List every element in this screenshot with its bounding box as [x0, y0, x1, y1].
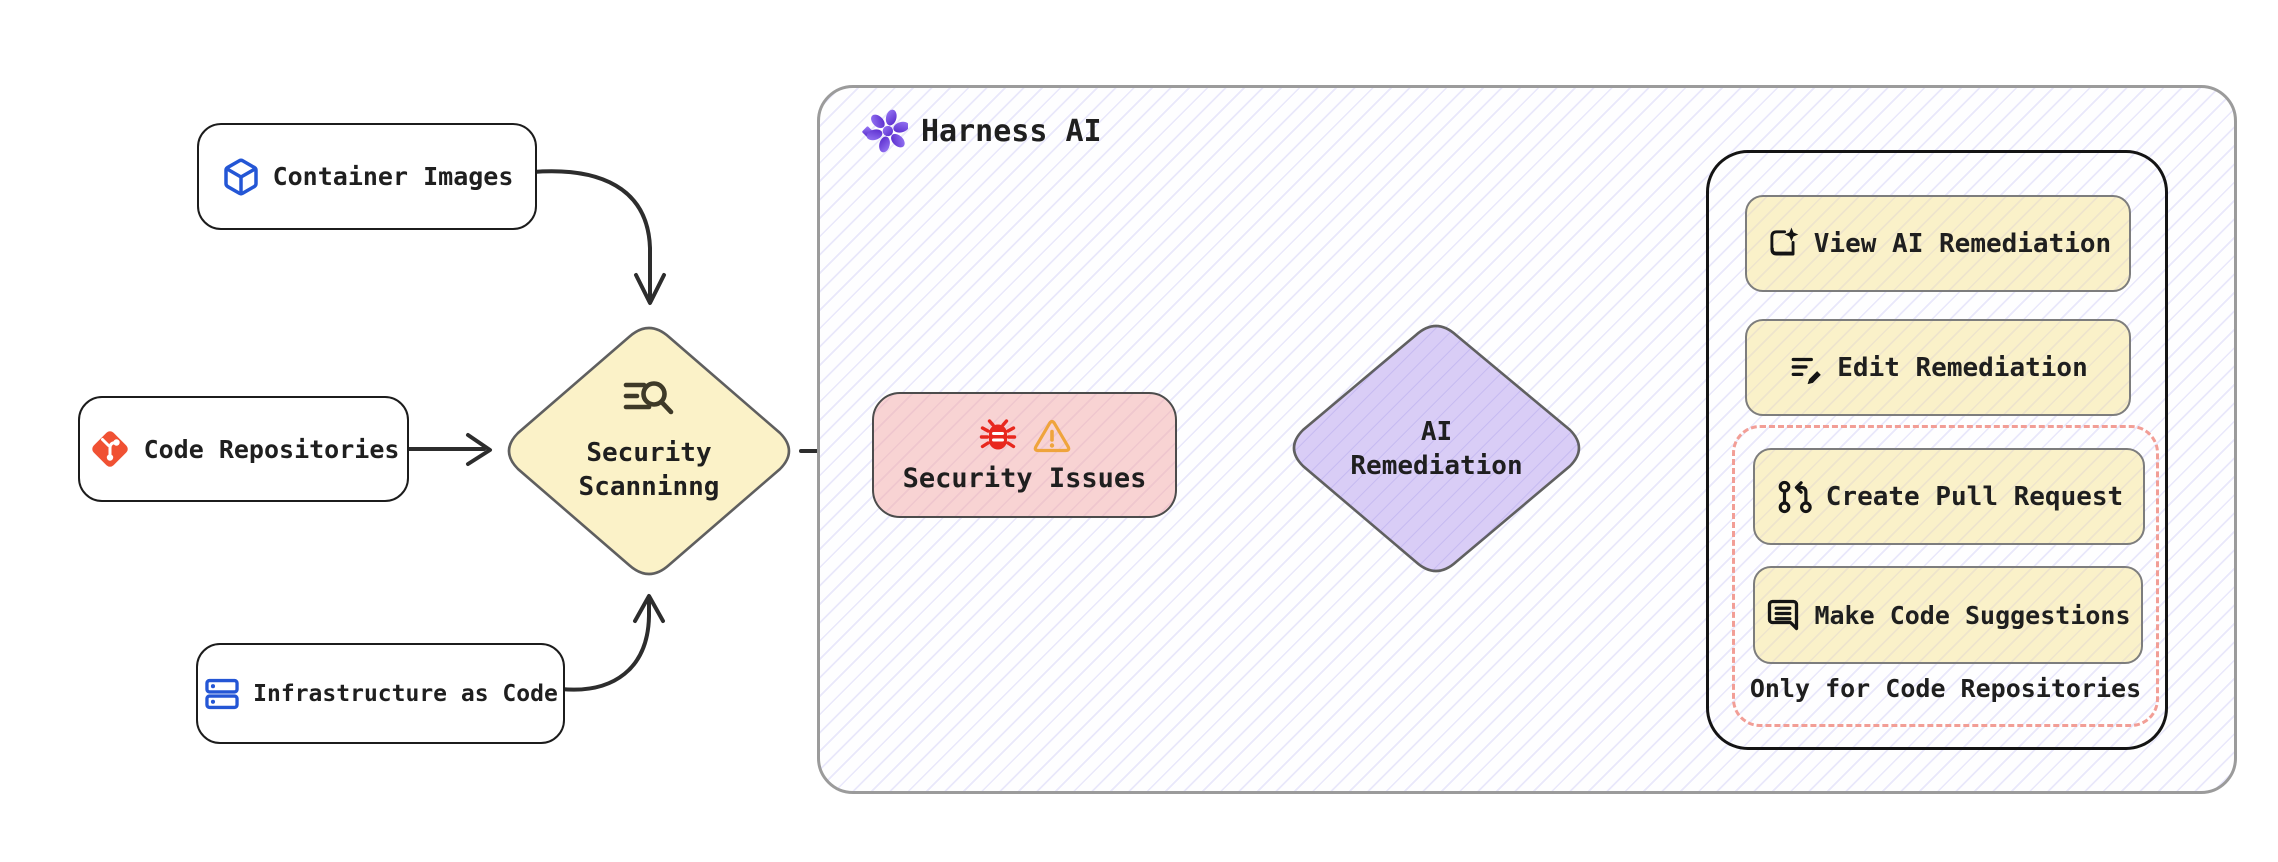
- node-infrastructure-as-code: Infrastructure as Code: [196, 643, 565, 744]
- node-label-line1: AI: [1420, 416, 1453, 447]
- node-label: Code Repositories: [143, 434, 400, 464]
- security-issues-icons: [978, 417, 1072, 457]
- git-icon: [88, 427, 132, 471]
- button-label: Create Pull Request: [1825, 481, 2124, 512]
- button-label: View AI Remediation: [1813, 228, 2112, 259]
- edit-remediation-button: Edit Remediation: [1745, 319, 2131, 416]
- arrow-iac-to-scanning: [559, 594, 665, 692]
- harness-ai-header: Harness AI: [862, 108, 1102, 154]
- message-lines-icon: [1765, 597, 1801, 633]
- make-code-suggestions-button: Make Code Suggestions: [1753, 566, 2143, 664]
- node-label: Security Issues: [902, 462, 1147, 494]
- diamond-shape: [1292, 324, 1581, 573]
- node-label-line2: Scanninng: [578, 472, 720, 502]
- code-repo-only-group: Create Pull Request Make Code Suggestion…: [1732, 425, 2159, 727]
- pull-request-icon: [1775, 478, 1813, 516]
- node-code-repositories: Code Repositories: [78, 396, 409, 502]
- arrow-container-images-to-scanning: [531, 169, 666, 305]
- node-label: Infrastructure as Code: [253, 680, 558, 707]
- server-stack-icon: [203, 675, 241, 713]
- node-security-issues: Security Issues: [872, 392, 1177, 518]
- cube-icon: [221, 157, 261, 197]
- arrow-code-repositories-to-scanning: [403, 433, 492, 466]
- create-pull-request-button: Create Pull Request: [1753, 448, 2145, 545]
- view-ai-remediation-button: View AI Remediation: [1745, 195, 2131, 292]
- scan-search-icon: [621, 376, 677, 422]
- harness-ai-flower-icon: [862, 108, 908, 154]
- button-label: Edit Remediation: [1837, 352, 2088, 383]
- warning-triangle-icon: [1032, 417, 1072, 457]
- bug-icon: [978, 417, 1018, 457]
- node-security-scanning: Security Scanninng: [498, 317, 800, 585]
- code-repo-only-note: Only for Code Repositories: [1749, 674, 2142, 703]
- node-label-line2: Remediation: [1350, 450, 1523, 481]
- node-ai-remediation: AI Remediation: [1283, 315, 1590, 582]
- remediation-actions-container: View AI Remediation Edit Remediation: [1706, 150, 2168, 750]
- node-label: Container Images: [272, 162, 514, 191]
- node-label-line1: Security: [586, 438, 712, 468]
- harness-ai-title: Harness AI: [921, 113, 1102, 149]
- node-container-images: Container Images: [197, 123, 537, 230]
- diamond-shape: [507, 326, 791, 576]
- book-sparkle-icon: [1765, 226, 1801, 262]
- button-label: Make Code Suggestions: [1814, 600, 2131, 630]
- edit-list-pencil-icon: [1788, 350, 1824, 386]
